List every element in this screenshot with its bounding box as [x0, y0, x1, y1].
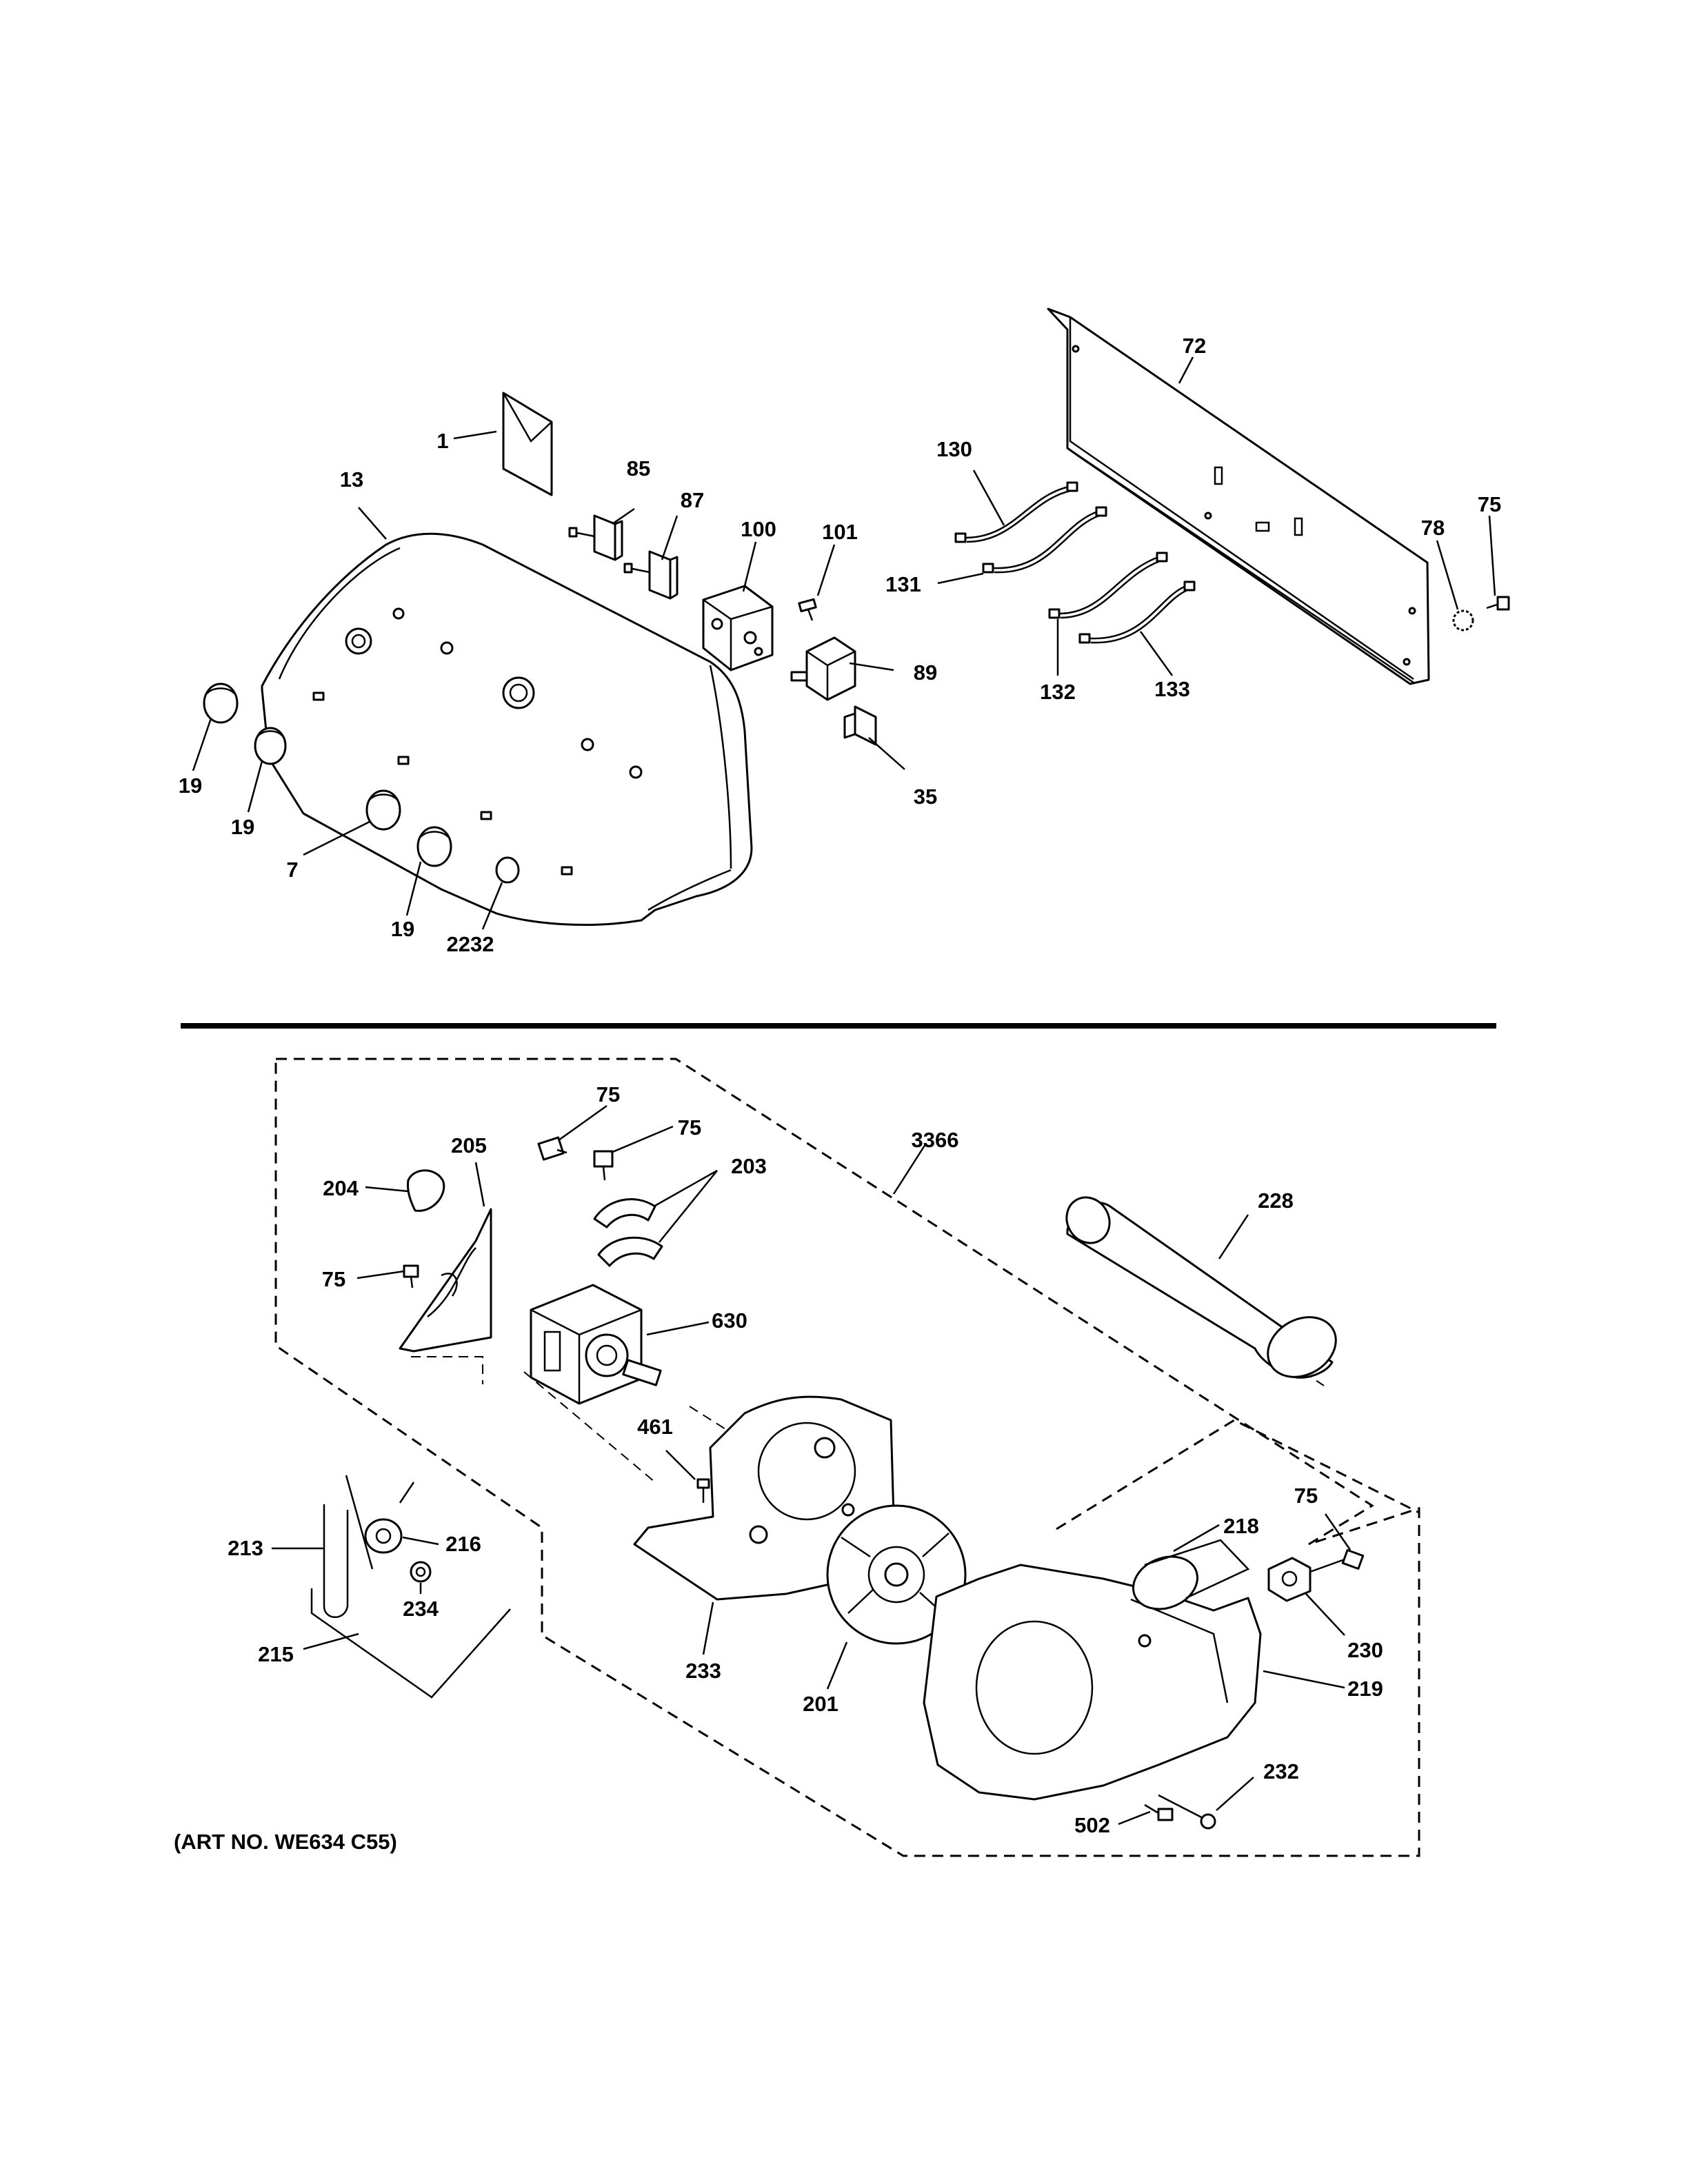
part-100-timer: [702, 585, 774, 671]
callout-228: 228: [1258, 1189, 1294, 1213]
callout-75-top: 75: [1478, 492, 1501, 516]
part-502-screw: [1144, 1803, 1174, 1821]
callout-3366: 3366: [912, 1128, 959, 1152]
callout-132: 132: [1040, 680, 1076, 704]
callout-213: 213: [228, 1536, 263, 1560]
art-number-caption: (ART NO. WE634 C55): [174, 1830, 397, 1854]
callout-100: 100: [741, 517, 776, 541]
callout-219: 219: [1347, 1677, 1383, 1701]
part-1-instruction-sheet: [502, 392, 553, 496]
part-78-star-washer: [1452, 609, 1474, 631]
callout-2232: 2232: [447, 932, 494, 956]
part-89-selector-switch: [790, 636, 856, 701]
part-232-bolt: [1158, 1794, 1216, 1830]
callout-75-b2: 75: [678, 1115, 701, 1140]
callout-75-b4: 75: [1294, 1484, 1318, 1508]
leaders-top: [192, 356, 1496, 930]
callout-72: 72: [1183, 334, 1206, 358]
part-233-blower-base: [633, 1395, 895, 1601]
callout-75-b3: 75: [322, 1267, 345, 1291]
part-461-screw: [696, 1478, 710, 1503]
part-19-knob-a: [203, 682, 239, 724]
part-203-strap-a: [593, 1198, 656, 1228]
part-2232-button: [495, 856, 520, 884]
control-panel-assembly: 1 13 85 87 100 101 89 35 72 130 131 132 …: [179, 307, 1510, 956]
callout-502: 502: [1074, 1813, 1110, 1837]
part-230-thermostat: [1267, 1557, 1312, 1602]
part-218-heater-can: [1132, 1539, 1250, 1610]
callout-203: 203: [731, 1154, 767, 1178]
callout-13: 13: [340, 467, 363, 492]
part-204-clip: [407, 1169, 445, 1212]
part-228-duct: [1065, 1196, 1337, 1379]
callout-215: 215: [258, 1642, 294, 1666]
part-7-knob: [365, 789, 401, 831]
callout-19-a: 19: [179, 774, 202, 798]
callout-1: 1: [436, 429, 448, 453]
callout-133: 133: [1154, 677, 1190, 701]
callout-35: 35: [914, 785, 937, 809]
part-133-wire-harness: [1078, 580, 1196, 644]
part-219-blower-housing: [923, 1564, 1262, 1801]
part-215-spring: [310, 1588, 511, 1699]
part-216-idler-pulley: [364, 1482, 415, 1554]
part-75-screw-b3: [403, 1264, 419, 1288]
callout-201: 201: [803, 1692, 838, 1716]
part-630-motor: [530, 1284, 662, 1405]
callout-461: 461: [637, 1415, 673, 1439]
part-87-switch: [623, 550, 679, 600]
motor-blower-assembly: 75 75 205 204 203 3366 228 75 630 461 21…: [228, 1058, 1420, 1857]
part-132-wire-harness: [1048, 552, 1168, 619]
part-75-screw-b4: [1309, 1548, 1365, 1573]
kit-3366-boundary: [274, 1058, 1420, 1857]
callout-205: 205: [451, 1133, 487, 1157]
callout-630: 630: [712, 1308, 747, 1333]
callout-230: 230: [1347, 1638, 1383, 1662]
callout-204: 204: [323, 1176, 359, 1200]
part-19-knob-b: [254, 727, 287, 765]
callout-87: 87: [681, 488, 704, 512]
part-85-switch: [568, 514, 623, 561]
callout-101: 101: [822, 520, 858, 544]
callout-7: 7: [286, 858, 298, 882]
part-234-washer: [410, 1561, 432, 1583]
part-131-wire-harness: [982, 506, 1107, 574]
callout-232: 232: [1263, 1759, 1299, 1783]
callout-216: 216: [445, 1532, 481, 1556]
callout-78: 78: [1421, 516, 1445, 540]
callout-19-b: 19: [231, 815, 254, 839]
callout-85: 85: [627, 456, 650, 481]
callout-130: 130: [936, 437, 972, 461]
part-101-screw: [798, 598, 817, 621]
part-75-screw-top: [1486, 596, 1510, 611]
part-205-bracket: [399, 1208, 492, 1353]
part-213-belt: [323, 1475, 374, 1618]
part-130-wire-harness: [954, 481, 1078, 543]
callout-234: 234: [403, 1597, 439, 1621]
part-72-back-panel: [1047, 307, 1430, 685]
leaders-bottom: [272, 1104, 1352, 1826]
callout-89: 89: [914, 660, 937, 685]
callout-19-c: 19: [391, 917, 414, 941]
part-35-switch: [843, 705, 877, 746]
part-75-screw-b1: [537, 1136, 567, 1161]
callout-75-b1: 75: [596, 1082, 620, 1106]
callout-131: 131: [885, 572, 921, 596]
callout-218: 218: [1223, 1514, 1259, 1538]
part-75-screw-b2: [593, 1150, 614, 1181]
part-19-knob-c: [416, 826, 452, 867]
callout-233: 233: [685, 1659, 721, 1683]
part-203-strap-b: [597, 1236, 663, 1267]
